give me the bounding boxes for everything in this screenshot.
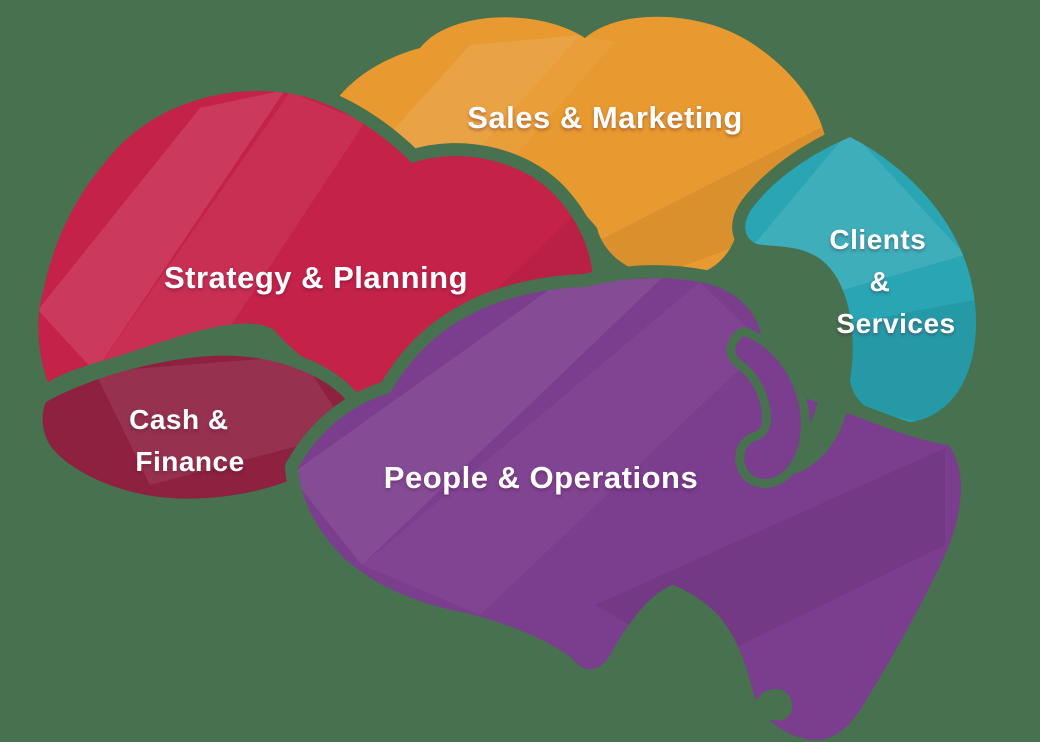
region-clients-services (732, 124, 990, 436)
label-clients-services: Clients & Services (829, 224, 955, 339)
purple-swirl-arm (726, 327, 810, 488)
label-cash-finance: Cash & Finance (129, 404, 245, 477)
stem-curl-cutout (751, 688, 793, 742)
cash-facets (95, 356, 350, 485)
label-strategy-planning: Strategy & Planning (164, 260, 468, 295)
label-people-operations: People & Operations (384, 460, 698, 495)
label-sales-marketing: Sales & Marketing (467, 100, 743, 135)
